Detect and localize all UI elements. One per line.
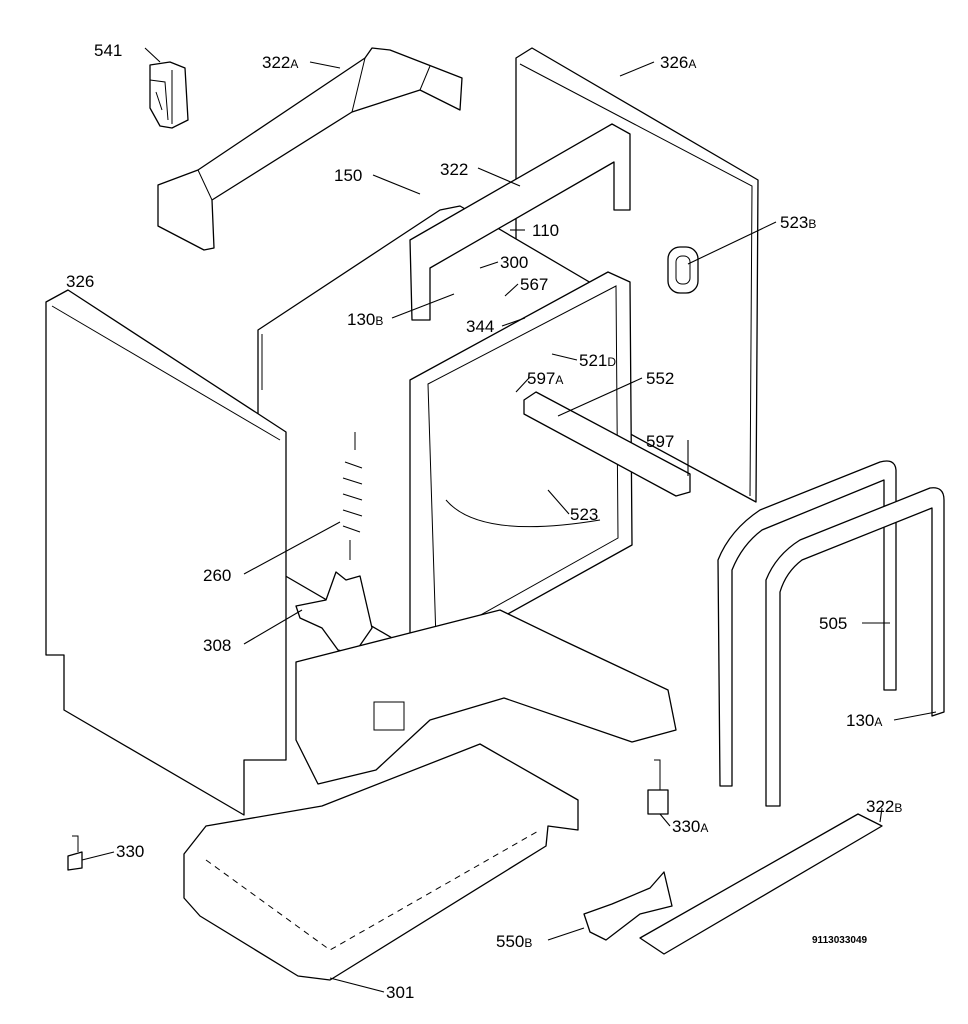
part-326-side-panel — [45, 289, 287, 816]
label-597a: 597A — [527, 369, 563, 388]
part-base-frame — [295, 609, 677, 785]
label-330: 330 — [116, 842, 144, 861]
part-260-spring — [342, 432, 363, 560]
part-505-seal — [717, 460, 897, 787]
part-550b-bracket — [583, 871, 673, 941]
label-150: 150 — [334, 166, 362, 185]
label-110: 110 — [532, 221, 559, 240]
label-130b: 130B — [347, 310, 383, 329]
leader-lines — [81, 47, 937, 993]
label-541: 541 — [94, 41, 122, 60]
label-260: 260 — [203, 566, 231, 585]
label-523: 523 — [570, 505, 598, 524]
part-322a-top-rail — [157, 47, 463, 251]
label-326a: 326A — [660, 53, 696, 72]
label-521d: 521D — [579, 351, 616, 370]
label-322a: 322A — [262, 53, 298, 72]
label-330a: 330A — [672, 817, 708, 836]
label-597: 597 — [646, 432, 674, 451]
part-308-hinge — [295, 571, 373, 655]
label-552: 552 — [646, 369, 674, 388]
part-301-bottom-tray — [183, 743, 579, 981]
label-300: 300 — [500, 253, 528, 272]
part-552-bar — [523, 391, 691, 497]
label-322: 322 — [440, 160, 468, 179]
part-330-screw — [67, 835, 83, 871]
label-130a: 130A — [846, 711, 882, 730]
label-322b: 322B — [866, 797, 902, 816]
part-130a-seal — [765, 487, 945, 807]
label-301: 301 — [386, 983, 414, 1002]
part-330a-foot — [647, 759, 669, 815]
part-322-frame — [409, 123, 631, 321]
label-326: 326 — [66, 272, 94, 291]
label-505: 505 — [819, 614, 847, 633]
label-308: 308 — [203, 636, 231, 655]
label-550b: 550B — [496, 932, 532, 951]
drawing-number: 9113033049 — [812, 935, 868, 946]
label-344: 344 — [466, 317, 494, 336]
part-322b-rail — [639, 813, 883, 955]
part-541-clip — [149, 61, 189, 129]
part-labels: 541 322A 326A 150 322 110 523B 326 300 5… — [66, 41, 902, 1002]
label-567: 567 — [520, 275, 548, 294]
label-523b: 523B — [780, 213, 816, 232]
